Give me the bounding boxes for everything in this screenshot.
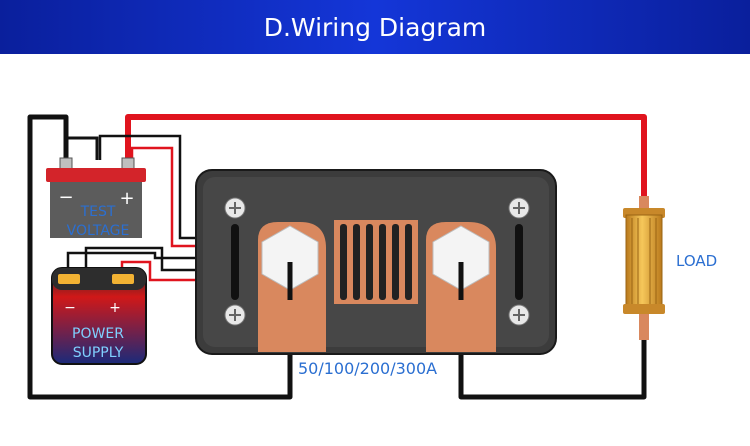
power-supply-battery: − + POWER SUPPLY: [51, 267, 147, 365]
shunt-rating-label: 50/100/200/300A: [298, 359, 437, 378]
power-battery-minus: −: [64, 300, 76, 316]
load-label: LOAD: [676, 252, 717, 270]
test-battery-minus: −: [58, 187, 73, 208]
shunt-module: [195, 169, 557, 355]
test-battery-label-line1: TEST: [80, 204, 116, 220]
wiring-diagram: − + TEST VOLTAGE − + POWER SUPPLY: [27, 114, 717, 400]
power-battery-label-line1: POWER: [72, 326, 124, 342]
test-voltage-battery: − + TEST VOLTAGE: [46, 157, 146, 239]
power-battery-label-line2: SUPPLY: [73, 345, 124, 361]
header-bar: D.Wiring Diagram: [0, 0, 750, 54]
load-resistor: [623, 196, 665, 340]
test-battery-plus: +: [119, 188, 134, 209]
red-wire-main: [125, 114, 647, 205]
screw-icon: [224, 197, 530, 326]
page-title: D.Wiring Diagram: [263, 12, 487, 42]
sense-wires: [66, 134, 220, 282]
power-battery-plus: +: [109, 300, 121, 316]
test-battery-label-line2: VOLTAGE: [67, 223, 130, 239]
